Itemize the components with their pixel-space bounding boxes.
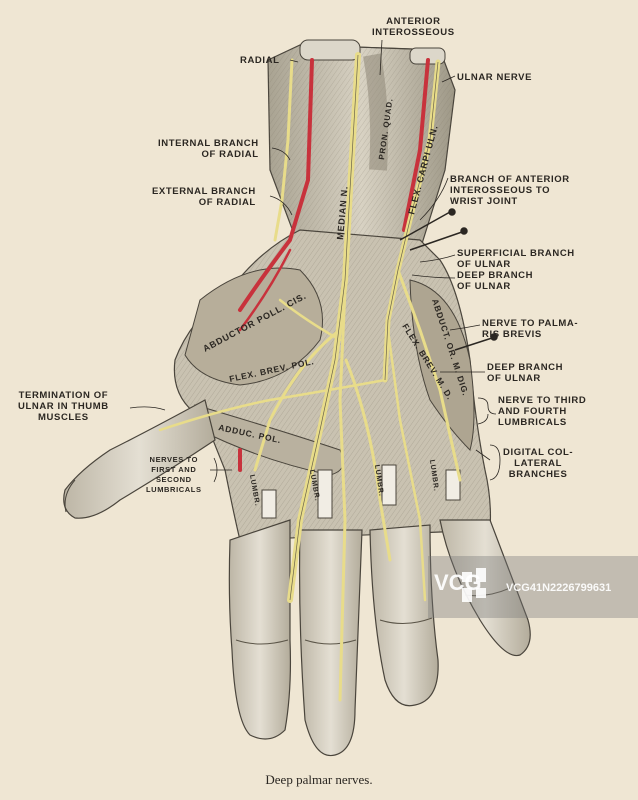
muscle-label-lumbr-4: LUMBR. [428, 459, 439, 492]
label-radial: RADIAL [240, 55, 280, 66]
label-termination-ulnar-thumb: TERMINATION OF ULNAR IN THUMB MUSCLES [18, 390, 109, 423]
label-nerve-to-third-fourth: NERVE TO THIRD AND FOURTH LUMBRICALS [498, 395, 587, 428]
label-internal-branch-radial: INTERNAL BRANCH OF RADIAL [158, 138, 259, 160]
label-deep-branch-ulnar-lower: DEEP BRANCH OF ULNAR [487, 362, 564, 384]
label-branch-anterior-interosseous: BRANCH OF ANTERIOR INTEROSSEOUS TO WRIST… [450, 174, 570, 207]
watermark-mark-icon [462, 568, 486, 602]
muscle-label-median: MEDIAN N. [335, 185, 350, 240]
label-anterior-interosseous: ANTERIOR INTEROSSEOUS [372, 16, 455, 38]
leader-lines [129, 39, 501, 483]
dissection-pins [399, 208, 498, 351]
label-digital-collateral-branches: DIGITAL COL- LATERAL BRANCHES [503, 447, 574, 480]
muscle-label-lumbr-3: LUMBR. [373, 464, 384, 497]
fingers [228, 464, 531, 757]
label-superficial-branch-ulnar: SUPERFICIAL BRANCH OF ULNAR [457, 248, 575, 270]
watermark: VCG VCG41N2226799631 [428, 556, 638, 618]
label-external-branch-radial: EXTERNAL BRANCH OF RADIAL [152, 186, 256, 208]
figure-caption: Deep palmar nerves. [265, 772, 373, 787]
label-deep-branch-ulnar-upper: DEEP BRANCH OF ULNAR [457, 270, 534, 292]
label-nerve-to-palmaris-brevis: NERVE TO PALMA- RIS BREVIS [482, 318, 579, 340]
thumb [63, 399, 216, 519]
watermark-logo: VCG [434, 570, 482, 595]
watermark-id: VCG41N2226799631 [506, 582, 612, 594]
label-nerves-first-second-lumbricals: NERVES TO FIRST AND SECOND LUMBRICALS [146, 455, 202, 494]
label-ulnar-nerve: ULNAR NERVE [457, 72, 533, 83]
arteries [238, 58, 430, 472]
